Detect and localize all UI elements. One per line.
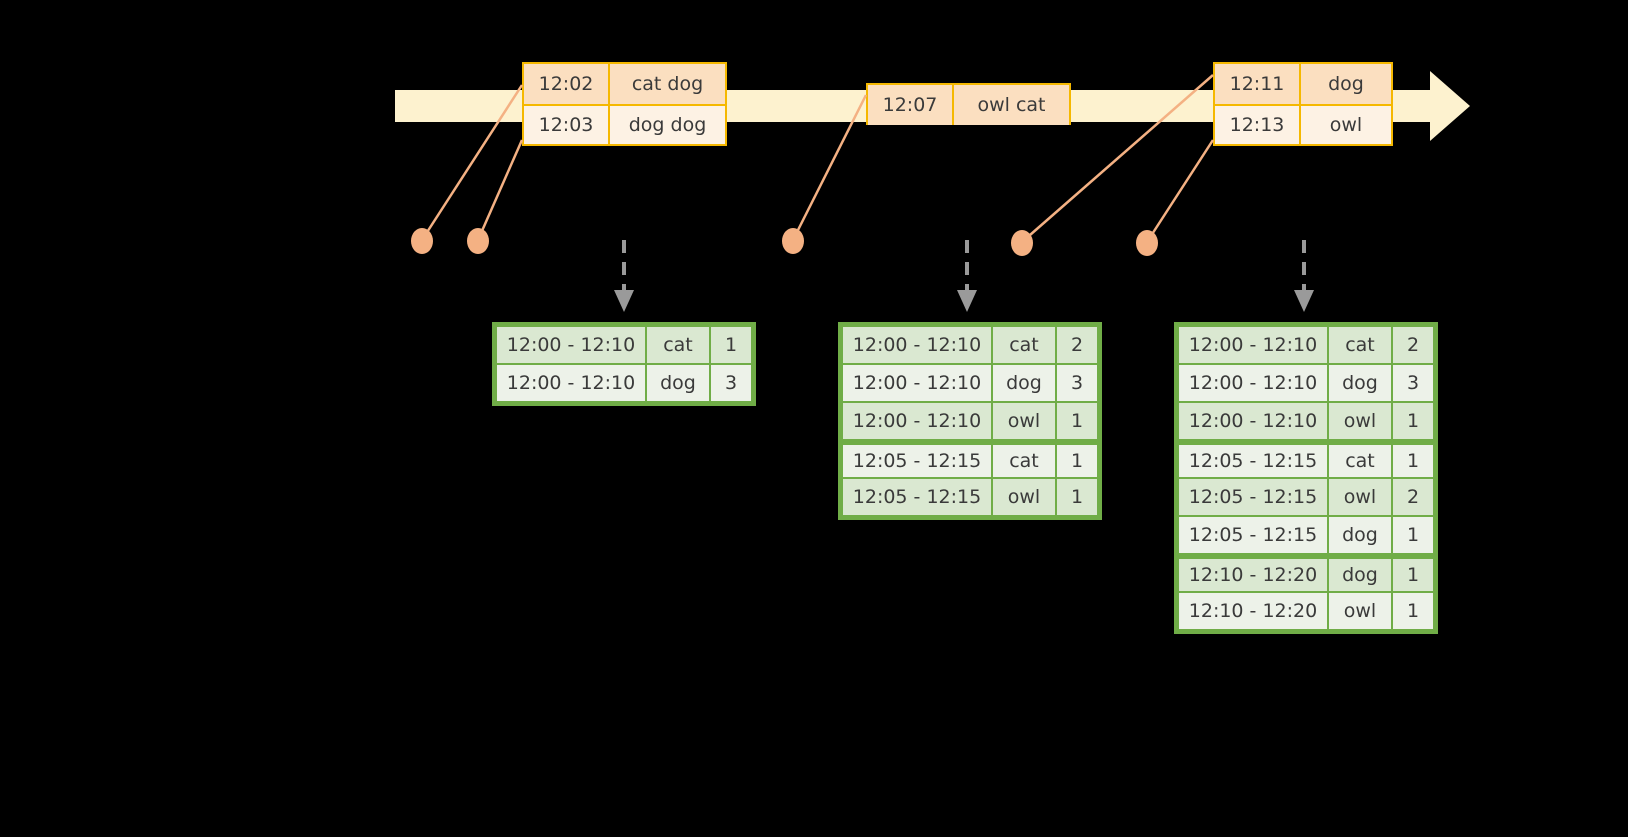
cell-word: cat: [1329, 327, 1391, 363]
connector-dot-1: [411, 228, 433, 254]
table-row[interactable]: 12:05 - 12:15 cat 1: [842, 440, 1098, 478]
event-time: 12:11: [1215, 64, 1301, 104]
cell-count: 2: [1393, 479, 1433, 515]
cell-window: 12:00 - 12:10: [497, 327, 645, 363]
event-group-3[interactable]: 12:11 dog 12:13 owl: [1213, 62, 1393, 146]
cell-window: 12:00 - 12:10: [843, 365, 991, 401]
event-time: 12:02: [524, 64, 610, 104]
timeline-arrow-head: [1430, 71, 1470, 141]
table-row[interactable]: 12:05 - 12:15 cat 1: [1178, 440, 1434, 478]
emit-arrow-3: [1294, 240, 1314, 312]
cell-word: cat: [993, 445, 1055, 477]
connector-dot-4: [1011, 230, 1033, 256]
event-time: 12:07: [868, 85, 954, 125]
table-row[interactable]: 12:00 - 12:10 owl 1: [1178, 402, 1434, 440]
table-row[interactable]: 12:00 - 12:10 dog 3: [496, 364, 752, 402]
cell-word: owl: [993, 479, 1055, 515]
cell-count: 1: [1393, 403, 1433, 439]
event-row[interactable]: 12:13 owl: [1215, 104, 1391, 144]
event-words: owl cat: [977, 94, 1046, 116]
event-group-1[interactable]: 12:02 cat dog 12:03 dog dog: [522, 62, 727, 146]
table-row[interactable]: 12:00 - 12:10 dog 3: [1178, 364, 1434, 402]
cell-count: 3: [711, 365, 751, 401]
cell-word: dog: [993, 365, 1055, 401]
cell-window: 12:05 - 12:15: [843, 445, 991, 477]
table-row[interactable]: 12:10 - 12:20 owl 1: [1178, 592, 1434, 630]
cell-count: 3: [1393, 365, 1433, 401]
cell-word: dog: [1329, 559, 1391, 591]
table-row[interactable]: 12:00 - 12:10 cat 2: [1178, 326, 1434, 364]
event-time: 12:03: [524, 106, 610, 144]
cell-word: cat: [993, 327, 1055, 363]
table-row[interactable]: 12:05 - 12:15 owl 1: [842, 478, 1098, 516]
table-row[interactable]: 12:05 - 12:15 dog 1: [1178, 516, 1434, 554]
cell-window: 12:00 - 12:10: [1179, 403, 1327, 439]
emit-arrow-1: [614, 240, 634, 312]
event-row[interactable]: 12:02 cat dog: [524, 64, 725, 104]
event-words: owl: [1329, 114, 1363, 136]
cell-word: owl: [1329, 593, 1391, 629]
event-row[interactable]: 12:11 dog: [1215, 64, 1391, 104]
connector-dot-3: [782, 228, 804, 254]
event-words: dog dog: [628, 114, 707, 136]
table-row[interactable]: 12:05 - 12:15 owl 2: [1178, 478, 1434, 516]
connector-line-5: [1145, 139, 1215, 243]
result-table-2[interactable]: 12:00 - 12:10 cat 2 12:00 - 12:10 dog 3 …: [838, 322, 1102, 520]
cell-window: 12:00 - 12:10: [843, 403, 991, 439]
result-table-1[interactable]: 12:00 - 12:10 cat 1 12:00 - 12:10 dog 3: [492, 322, 756, 406]
cell-word: dog: [1329, 365, 1391, 401]
cell-count: 3: [1057, 365, 1097, 401]
table-row[interactable]: 12:00 - 12:10 cat 2: [842, 326, 1098, 364]
cell-window: 12:00 - 12:10: [1179, 327, 1327, 363]
table-row[interactable]: 12:00 - 12:10 cat 1: [496, 326, 752, 364]
table-row[interactable]: 12:00 - 12:10 owl 1: [842, 402, 1098, 440]
cell-word: dog: [1329, 517, 1391, 553]
cell-count: 2: [1393, 327, 1433, 363]
emit-arrow-2: [957, 240, 977, 312]
cell-count: 1: [1057, 445, 1097, 477]
cell-window: 12:00 - 12:10: [843, 327, 991, 363]
cell-window: 12:05 - 12:15: [1179, 517, 1327, 553]
cell-window: 12:05 - 12:15: [1179, 445, 1327, 477]
cell-window: 12:10 - 12:20: [1179, 559, 1327, 591]
cell-window: 12:00 - 12:10: [1179, 365, 1327, 401]
cell-count: 1: [1057, 403, 1097, 439]
cell-word: cat: [1329, 445, 1391, 477]
cell-count: 1: [711, 327, 751, 363]
event-time: 12:13: [1215, 106, 1301, 144]
event-row[interactable]: 12:03 dog dog: [524, 104, 725, 144]
table-row[interactable]: 12:00 - 12:10 dog 3: [842, 364, 1098, 402]
cell-count: 1: [1393, 517, 1433, 553]
connector-dot-2: [467, 228, 489, 254]
connector-line-2: [476, 139, 524, 241]
event-words: cat dog: [631, 73, 704, 95]
cell-window: 12:00 - 12:10: [497, 365, 645, 401]
cell-count: 1: [1393, 559, 1433, 591]
cell-count: 1: [1057, 479, 1097, 515]
cell-word: owl: [993, 403, 1055, 439]
cell-count: 1: [1393, 593, 1433, 629]
result-table-3[interactable]: 12:00 - 12:10 cat 2 12:00 - 12:10 dog 3 …: [1174, 322, 1438, 634]
cell-window: 12:05 - 12:15: [843, 479, 991, 515]
table-row[interactable]: 12:10 - 12:20 dog 1: [1178, 554, 1434, 592]
cell-word: dog: [647, 365, 709, 401]
event-words: dog: [1328, 73, 1364, 95]
cell-window: 12:05 - 12:15: [1179, 479, 1327, 515]
cell-word: owl: [1329, 403, 1391, 439]
cell-count: 1: [1393, 445, 1433, 477]
event-row[interactable]: 12:07 owl cat: [868, 85, 1069, 125]
event-group-2[interactable]: 12:07 owl cat: [866, 83, 1071, 125]
cell-word: owl: [1329, 479, 1391, 515]
connector-dot-5: [1136, 230, 1158, 256]
cell-window: 12:10 - 12:20: [1179, 593, 1327, 629]
cell-count: 2: [1057, 327, 1097, 363]
cell-word: cat: [647, 327, 709, 363]
